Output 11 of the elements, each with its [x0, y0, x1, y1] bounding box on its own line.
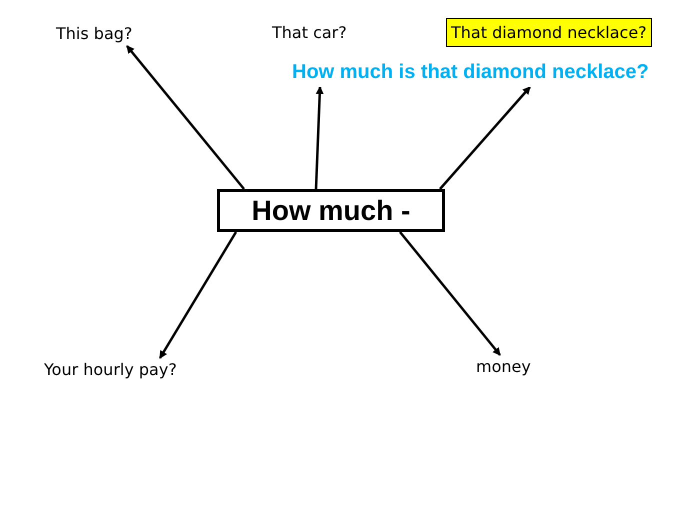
arrow — [314, 86, 324, 190]
question-text: Your hourly pay? — [44, 358, 177, 382]
answer-text: money — [476, 355, 531, 379]
arrow — [126, 45, 245, 190]
question-text: That car? — [272, 21, 347, 45]
arrow — [158, 231, 238, 359]
arrow — [439, 86, 531, 190]
center-box: How much - — [217, 189, 445, 232]
arrow — [399, 231, 501, 356]
highlight-box: That diamond necklace? — [446, 18, 652, 47]
question-text: This bag? — [56, 22, 132, 46]
